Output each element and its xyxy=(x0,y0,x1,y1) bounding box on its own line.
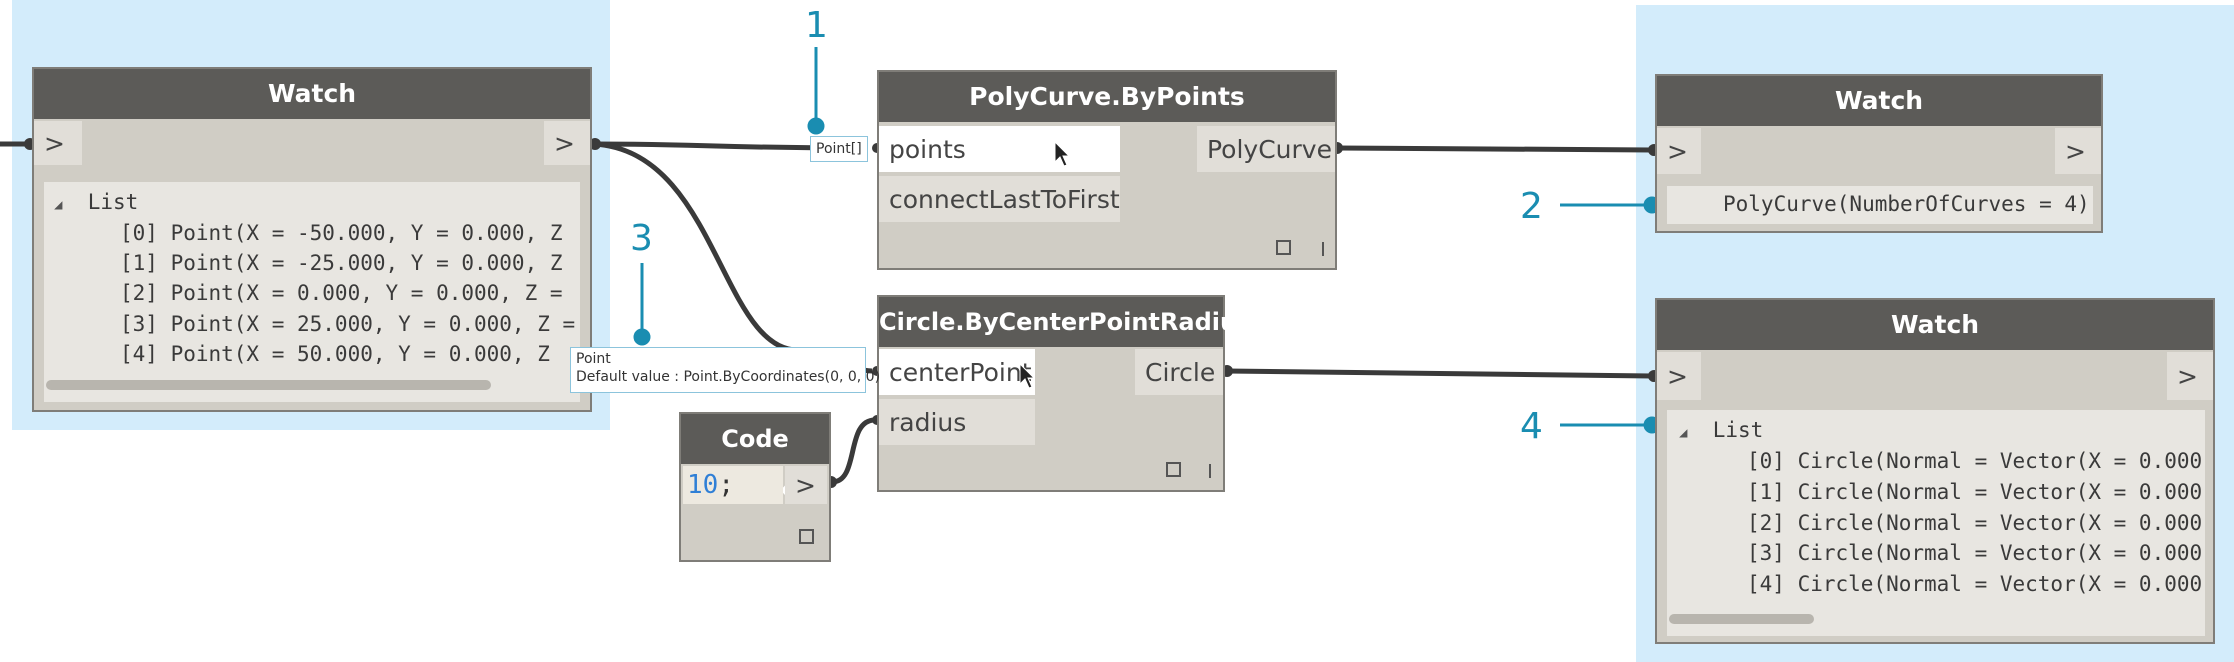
code-editor[interactable]: 10; xyxy=(683,466,783,504)
list-header-label: List xyxy=(87,190,139,214)
tooltip-centerpoint-default: Default value : Point.ByCoordinates(0, 0… xyxy=(576,369,881,385)
watch-node-circles[interactable]: Watch > > ◢ List [0] Circle(Normal = Vec… xyxy=(1655,298,2215,644)
output-port-polycurve[interactable]: PolyCurve xyxy=(1197,126,1335,172)
list-item: [4] Point(X = 50.000, Y = 0.000, Z xyxy=(120,342,550,366)
code-number: 10 xyxy=(687,470,719,500)
callout-dot-1 xyxy=(807,117,825,135)
wire-polycurve-to-watch2 xyxy=(1336,145,1653,153)
wire-codeblock-to-radius xyxy=(831,417,876,485)
preview-toggle-checkbox[interactable] xyxy=(1166,462,1181,477)
callout-dot-3 xyxy=(633,328,651,346)
output-port-circle[interactable]: Circle xyxy=(1135,349,1223,395)
input-port-points[interactable]: points xyxy=(879,126,1120,172)
watch-list-area[interactable]: ◢ List [0] Point(X = -50.000, Y = 0.000,… xyxy=(44,182,580,402)
watch-input-port[interactable]: > xyxy=(34,121,82,165)
callout-number-3: 3 xyxy=(630,218,653,259)
tooltip-centerpoint-type: Point xyxy=(576,351,611,367)
list-item: [2] Point(X = 0.000, Y = 0.000, Z = xyxy=(120,281,563,305)
code-semicolon: ; xyxy=(718,470,734,500)
list-item: [3] Point(X = 25.000, Y = 0.000, Z = xyxy=(120,312,576,336)
preview-toggle-checkbox[interactable] xyxy=(1276,240,1291,255)
list-item: [3] Circle(Normal = Vector(X = 0.000 xyxy=(1747,541,2203,565)
watch-node-points[interactable]: Watch > > ◢ List [0] Point(X = -50.000, … xyxy=(32,67,592,412)
horizontal-scrollbar[interactable] xyxy=(1669,614,1814,624)
list-item: [1] Circle(Normal = Vector(X = 0.000 xyxy=(1747,480,2203,504)
watch-node-polycurve[interactable]: Watch > > PolyCurve(NumberOfCurves = 4) xyxy=(1655,74,2103,233)
list-header[interactable]: ◢ List xyxy=(1679,418,1763,442)
callout-number-1: 1 xyxy=(805,5,828,46)
list-item: [0] Point(X = -50.000, Y = 0.000, Z xyxy=(120,221,563,245)
list-header-label: List xyxy=(1712,418,1764,442)
input-port-connectlasttofirst[interactable]: connectLastToFirst xyxy=(879,176,1120,222)
wire-circle-to-watch3 xyxy=(1225,368,1653,379)
polycurve-bypoints-node[interactable]: PolyCurve.ByPoints points connectLastToF… xyxy=(877,70,1337,270)
node-title: PolyCurve.ByPoints xyxy=(879,72,1335,122)
callout-number-2: 2 xyxy=(1520,186,1543,227)
code-block-node[interactable]: Code Block 10; > xyxy=(679,412,831,562)
node-title: Code Block xyxy=(681,414,829,503)
list-item: [2] Circle(Normal = Vector(X = 0.000 xyxy=(1747,511,2203,535)
preview-toggle-checkbox[interactable] xyxy=(799,529,814,544)
collapse-triangle-icon[interactable]: ◢ xyxy=(54,197,63,213)
callout-number-4: 4 xyxy=(1520,406,1543,447)
watch-value: PolyCurve(NumberOfCurves = 4) xyxy=(1723,192,2090,216)
watch-output-port[interactable]: > xyxy=(2055,128,2101,174)
list-item: [0] Circle(Normal = Vector(X = 0.000 xyxy=(1747,449,2203,473)
collapse-triangle-icon[interactable]: ◢ xyxy=(1679,425,1688,441)
node-title: Watch xyxy=(34,69,590,119)
lacing-indicator xyxy=(1322,242,1324,256)
circle-bycenterpointradius-node[interactable]: Circle.ByCenterPointRadius centerPoint r… xyxy=(877,295,1251,492)
list-item: [4] Circle(Normal = Vector(X = 0.000 xyxy=(1747,572,2203,596)
input-port-radius[interactable]: radius xyxy=(879,399,1035,445)
watch-value-area[interactable]: PolyCurve(NumberOfCurves = 4) xyxy=(1667,186,2093,224)
input-port-centerpoint[interactable]: centerPoint xyxy=(879,349,1035,395)
port-dot-watch1-out xyxy=(589,138,601,150)
watch-output-port[interactable]: > xyxy=(2167,352,2213,400)
watch-output-port[interactable]: > xyxy=(544,121,590,165)
watch-input-port[interactable]: > xyxy=(1657,128,1701,174)
node-title: Circle.ByCenterPointRadius xyxy=(879,297,1251,347)
code-block-output-port[interactable]: > xyxy=(785,466,827,504)
watch-input-port[interactable]: > xyxy=(1657,352,1701,400)
tooltip-centerpoint: Point Default value : Point.ByCoordinate… xyxy=(570,347,881,393)
tooltip-points-type: Point[] xyxy=(810,136,868,162)
horizontal-scrollbar[interactable] xyxy=(46,380,491,390)
watch-list-area[interactable]: ◢ List [0] Circle(Normal = Vector(X = 0.… xyxy=(1667,410,2205,636)
list-item: [1] Point(X = -25.000, Y = 0.000, Z xyxy=(120,251,563,275)
node-title: Watch xyxy=(1657,76,2101,126)
lacing-indicator xyxy=(1209,464,1211,478)
list-header[interactable]: ◢ List xyxy=(54,190,138,214)
node-title: Watch xyxy=(1657,300,2213,350)
